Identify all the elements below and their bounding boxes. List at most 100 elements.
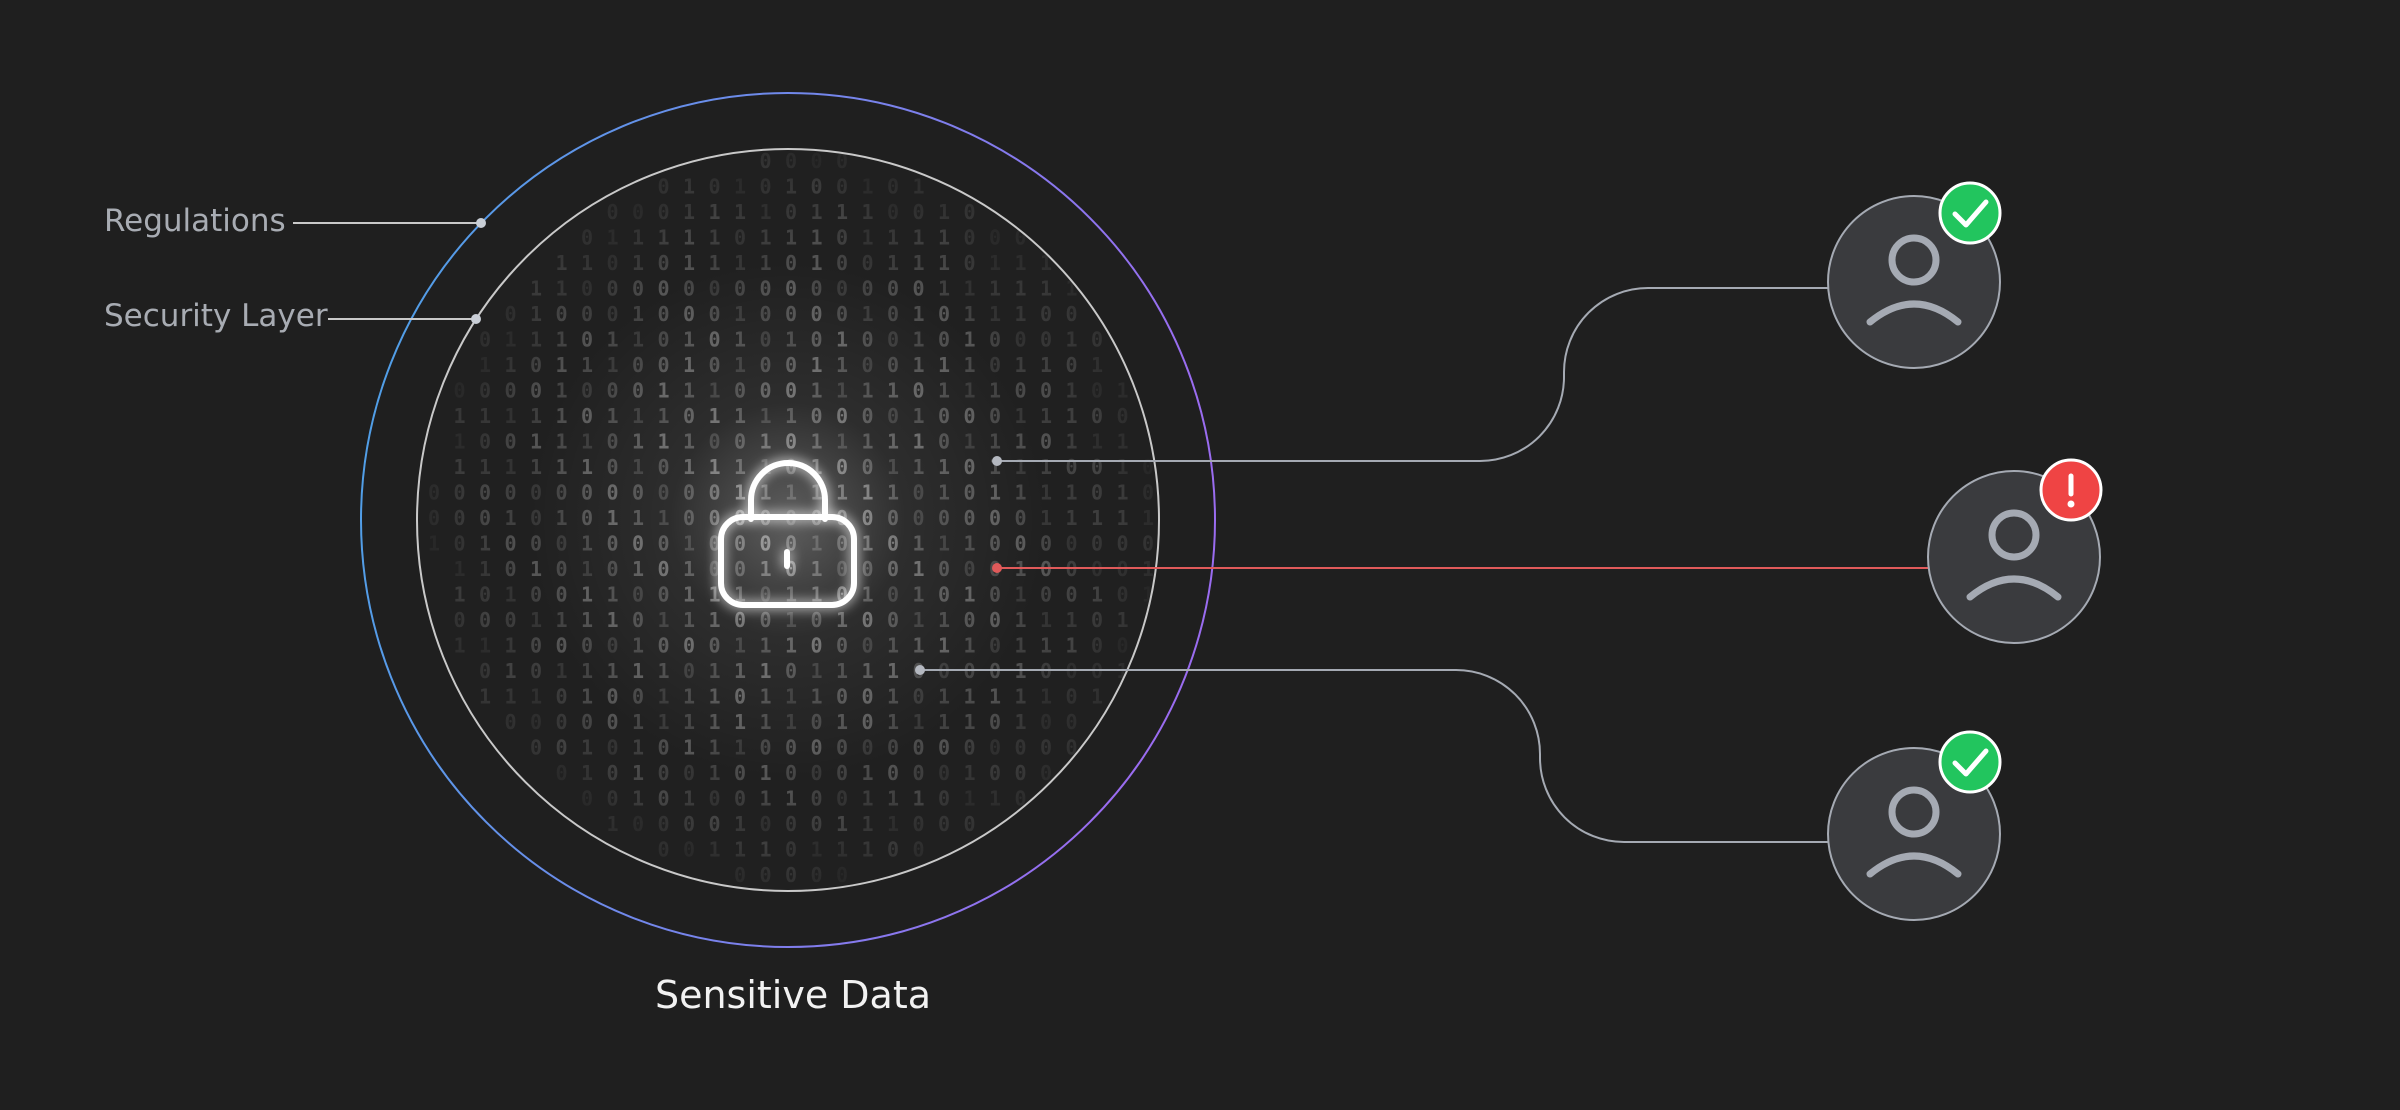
binary-digit: 0 — [760, 175, 772, 199]
binary-digit: 1 — [938, 277, 950, 301]
binary-digit: 1 — [760, 226, 772, 250]
binary-digit: 1 — [556, 328, 568, 352]
binary-digit: 0 — [683, 761, 695, 785]
binary-digit: 0 — [505, 532, 517, 556]
binary-digit: 0 — [989, 710, 1001, 734]
binary-digit: 0 — [709, 812, 721, 836]
binary-digit: 1 — [862, 175, 874, 199]
binary-digit: 0 — [454, 506, 466, 530]
binary-digit: 0 — [836, 226, 848, 250]
security-layer-callout: Security Layer — [104, 298, 481, 334]
binary-digit: 0 — [658, 175, 670, 199]
binary-digit: 0 — [887, 175, 899, 199]
binary-digit: 1 — [505, 328, 517, 352]
binary-digit: 0 — [479, 379, 491, 403]
denied-badge — [2039, 458, 2103, 522]
binary-digit: 1 — [913, 251, 925, 275]
binary-digit: 0 — [1040, 328, 1052, 352]
binary-digit: 0 — [734, 226, 746, 250]
binary-digit: 1 — [964, 787, 976, 811]
binary-digit: 0 — [632, 812, 644, 836]
binary-digit: 1 — [1040, 353, 1052, 377]
binary-digit: 0 — [505, 481, 517, 505]
binary-digit: 1 — [887, 226, 899, 250]
sensitive-data-caption: Sensitive Data — [655, 973, 931, 1017]
binary-digit: 1 — [454, 430, 466, 454]
binary-digit: 1 — [428, 532, 440, 556]
binary-digit: 0 — [505, 430, 517, 454]
binary-digit: 0 — [964, 736, 976, 760]
binary-digit: 1 — [709, 200, 721, 224]
binary-digit: 1 — [556, 277, 568, 301]
binary-digit: 1 — [1091, 430, 1103, 454]
binary-digit: 0 — [556, 710, 568, 734]
binary-digit: 1 — [760, 838, 772, 862]
binary-digit: 1 — [1040, 685, 1052, 709]
binary-digit: 0 — [658, 812, 670, 836]
binary-digit: 1 — [1117, 608, 1129, 632]
binary-digit: 1 — [454, 455, 466, 479]
binary-digit: 1 — [479, 455, 491, 479]
binary-digit: 1 — [530, 302, 542, 326]
binary-digit: 0 — [1040, 379, 1052, 403]
binary-digit: 1 — [964, 761, 976, 785]
binary-digit: 0 — [530, 379, 542, 403]
binary-digit: 0 — [581, 226, 593, 250]
binary-digit: 0 — [1040, 710, 1052, 734]
binary-digit: 0 — [964, 812, 976, 836]
binary-digit: 0 — [1066, 736, 1078, 760]
binary-digit: 1 — [479, 532, 491, 556]
binary-digit: 0 — [1040, 302, 1052, 326]
binary-digit: 0 — [530, 353, 542, 377]
binary-digit: 1 — [785, 226, 797, 250]
binary-digit: 0 — [505, 302, 517, 326]
binary-digit: 1 — [1117, 455, 1129, 479]
binary-digit: 0 — [1066, 685, 1078, 709]
binary-digit: 0 — [1142, 481, 1154, 505]
binary-digit: 0 — [479, 608, 491, 632]
approved-badge — [1938, 730, 2002, 794]
binary-digit: 1 — [1091, 583, 1103, 607]
check-icon — [1952, 199, 1989, 228]
connectors — [915, 287, 1928, 843]
binary-digit: 1 — [913, 175, 925, 199]
binary-digit: 1 — [1091, 353, 1103, 377]
binary-digit: 1 — [1066, 506, 1078, 530]
binary-digit: 1 — [785, 175, 797, 199]
binary-digit: 0 — [913, 761, 925, 785]
binary-digit: 0 — [760, 812, 772, 836]
binary-digit: 0 — [1015, 226, 1027, 250]
binary-digit: 0 — [836, 787, 848, 811]
binary-digit: 0 — [479, 481, 491, 505]
binary-digit: 1 — [556, 353, 568, 377]
binary-digit: 0 — [607, 277, 619, 301]
binary-digit: 1 — [632, 251, 644, 275]
binary-digit: 1 — [989, 302, 1001, 326]
binary-digit: 0 — [938, 787, 950, 811]
binary-digit: 0 — [1015, 761, 1027, 785]
binary-digit: 1 — [811, 226, 823, 250]
binary-digit: 0 — [479, 430, 491, 454]
binary-digit: 0 — [683, 812, 695, 836]
binary-digit: 1 — [530, 277, 542, 301]
binary-digit: 1 — [913, 787, 925, 811]
binary-digit: 0 — [1091, 379, 1103, 403]
binary-digit: 0 — [581, 277, 593, 301]
binary-digit: 1 — [862, 200, 874, 224]
binary-digit: 0 — [1066, 532, 1078, 556]
binary-digit: 1 — [1117, 379, 1129, 403]
binary-digit: 1 — [632, 761, 644, 785]
binary-digit: 0 — [454, 608, 466, 632]
binary-digit: 0 — [581, 787, 593, 811]
regulations-label: Regulations — [104, 203, 286, 239]
binary-digit: 1 — [505, 685, 517, 709]
binary-digit: 0 — [734, 863, 746, 887]
binary-digit: 1 — [607, 812, 619, 836]
security-layer-ring — [416, 148, 1160, 892]
binary-digit: 1 — [1091, 506, 1103, 530]
binary-digit: 0 — [811, 149, 823, 173]
binary-digit: 0 — [811, 863, 823, 887]
binary-digit: 1 — [1117, 481, 1129, 505]
binary-digit: 0 — [607, 200, 619, 224]
